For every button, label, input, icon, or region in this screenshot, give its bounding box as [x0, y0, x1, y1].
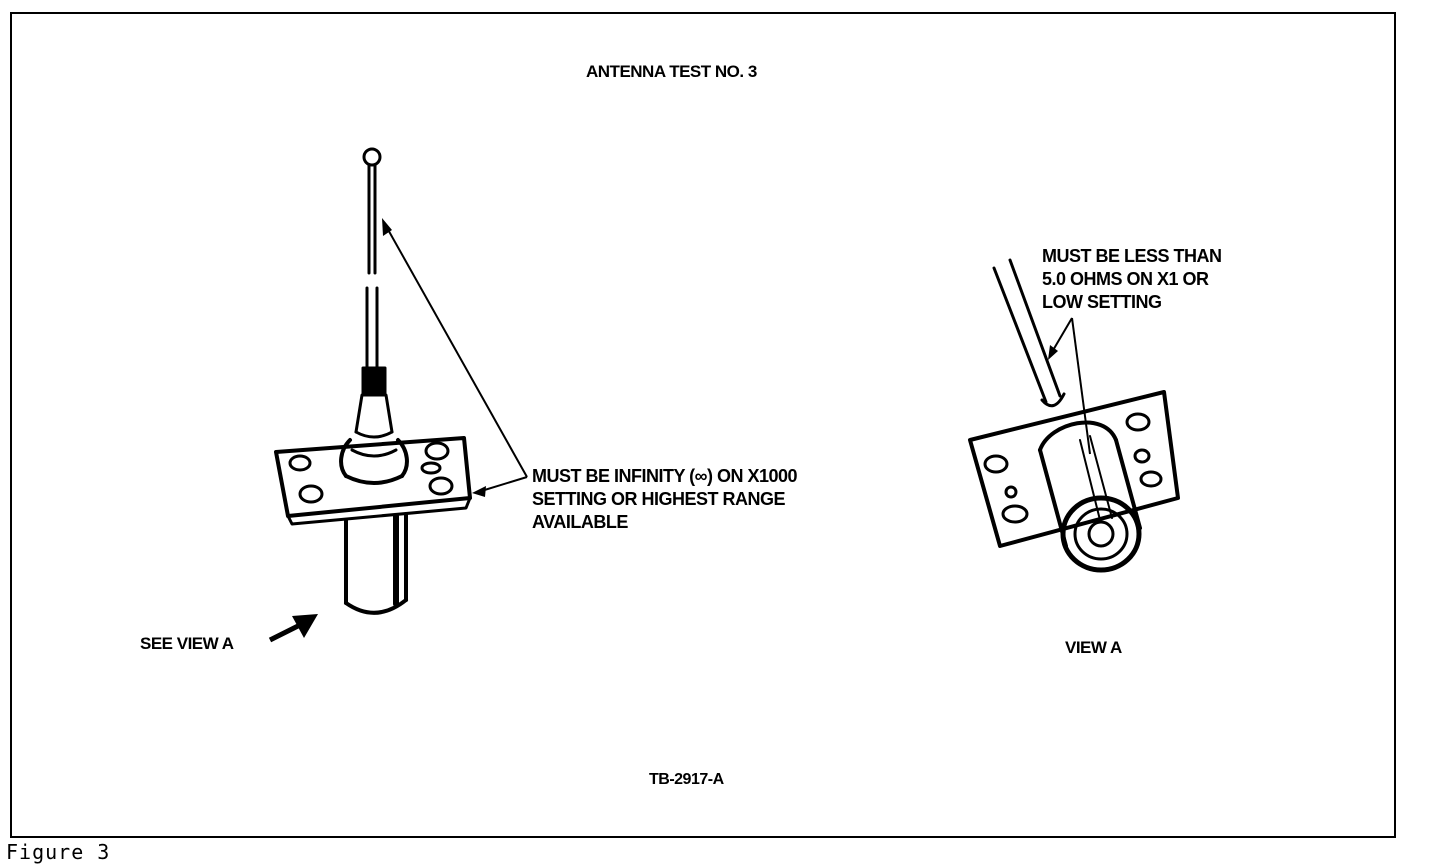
drawing-code: TB-2917-A — [649, 771, 724, 788]
view-a-label: VIEW A — [1065, 638, 1122, 657]
view-a-connector — [1038, 420, 1118, 452]
arrowhead — [1048, 345, 1058, 360]
antenna-assembly — [274, 147, 472, 615]
right-leader-lines — [1051, 317, 1091, 455]
figure-frame — [10, 12, 1396, 838]
antenna-whip-lower — [365, 286, 379, 370]
diagram-title: ANTENNA TEST NO. 3 — [586, 62, 757, 81]
arrowhead — [472, 486, 486, 497]
see-view-arrow — [268, 614, 318, 643]
left-callout: MUST BE INFINITY (∞) ON X1000 SETTING OR… — [532, 465, 798, 534]
left-callout-line: MUST BE INFINITY (∞) ON X1000 — [532, 466, 798, 486]
left-callout-line: SETTING OR HIGHEST RANGE — [532, 489, 786, 509]
view-a-detail — [968, 258, 1180, 573]
antenna-whip-upper — [367, 163, 377, 275]
figure-caption: Figure 3 — [6, 840, 111, 864]
right-callout-line: MUST BE LESS THAN — [1042, 246, 1222, 266]
left-leader-lines — [385, 225, 528, 493]
view-a-mounting-plate — [968, 390, 1180, 548]
right-callout-line: 5.0 OHMS ON X1 OR — [1042, 269, 1209, 289]
plate-screw — [428, 476, 454, 496]
antenna-tip — [362, 147, 382, 167]
right-callout: MUST BE LESS THAN 5.0 OHMS ON X1 OR LOW … — [1042, 245, 1222, 314]
plate-screw — [424, 441, 450, 461]
see-view-label: SEE VIEW A — [140, 634, 234, 653]
cable — [992, 258, 1062, 404]
plate-screw — [288, 454, 312, 472]
plate-screw — [298, 484, 324, 504]
connector-body — [344, 512, 408, 605]
right-callout-line: LOW SETTING — [1042, 292, 1162, 312]
arrowhead — [382, 218, 392, 236]
left-callout-line: AVAILABLE — [532, 512, 628, 532]
antenna-ferrule — [361, 366, 387, 397]
